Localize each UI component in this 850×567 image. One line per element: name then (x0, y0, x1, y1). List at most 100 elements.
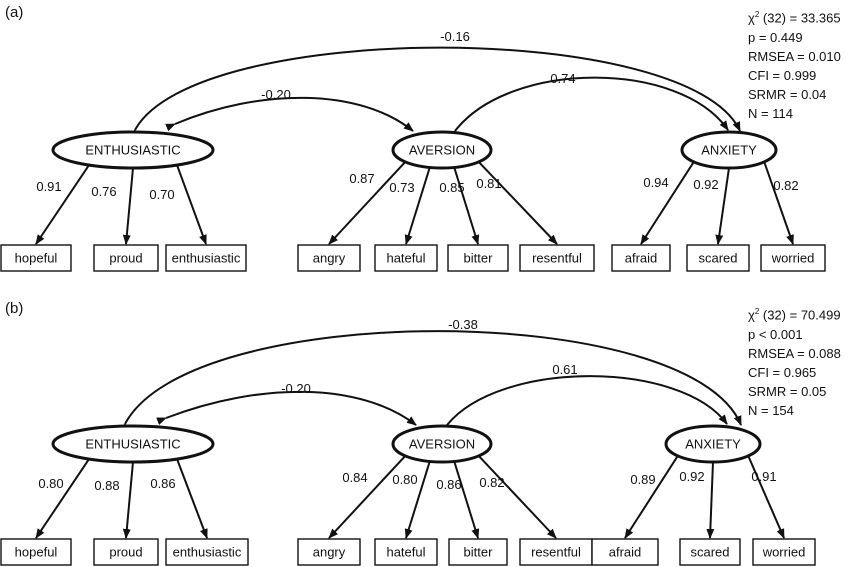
rmsea-value: RMSEA = 0.010 (748, 48, 841, 64)
indicator-label-bitter: bitter (464, 251, 494, 266)
panel-b: (b)-0.38-0.200.610.80hopeful0.88proud0.8… (0, 300, 816, 566)
correlation-aversion-anxiety-value: 0.61 (552, 362, 577, 377)
indicator-box-enthusiastic (165, 538, 249, 566)
cfi-value: CFI = 0.999 (748, 67, 817, 83)
indicator-box-resentful (519, 244, 595, 272)
loading-arrow-aversion-resentful (478, 161, 558, 245)
indicator-box-angry (297, 538, 361, 566)
panel-label: (a) (5, 4, 23, 21)
indicator-box-proud (93, 538, 159, 566)
latent-label-enthusiastic: ENTHUSIASTIC (85, 437, 180, 452)
loading-arrow-anxiety-worried (763, 161, 794, 245)
indicator-label-scared: scared (698, 251, 737, 266)
indicator-box-scared (679, 538, 741, 566)
indicator-label-worried: worried (762, 545, 806, 560)
loading-arrow-aversion-angry (328, 161, 406, 245)
latent-ellipse-anxiety (664, 424, 762, 464)
indicator-label-hopeful: hopeful (15, 251, 58, 266)
correlation-enthusiastic-anxiety-value: -0.16 (440, 29, 470, 44)
correlation-enthusiastic-anxiety-value: -0.38 (448, 317, 478, 332)
loading-value-anxiety-scared: 0.92 (693, 177, 718, 192)
latent-label-aversion: AVERSION (409, 143, 475, 158)
loading-value-anxiety-afraid: 0.94 (643, 175, 668, 190)
loading-value-anxiety-scared: 0.92 (679, 469, 704, 484)
cfi-value: CFI = 0.965 (748, 364, 817, 380)
loading-arrow-enthusiastic-enthusiastic (176, 164, 207, 245)
indicator-box-afraid (591, 538, 659, 566)
indicator-box-afraid (611, 244, 671, 272)
loading-value-aversion-bitter: 0.86 (436, 477, 461, 492)
indicator-label-worried: worried (771, 251, 815, 266)
srmr-value: SRMR = 0.04 (748, 87, 827, 103)
indicator-label-scared: scared (690, 545, 729, 560)
panel-label: (b) (5, 300, 23, 317)
loading-value-anxiety-worried: 0.91 (751, 469, 776, 484)
latent-ellipse-enthusiastic (51, 424, 215, 464)
indicator-box-angry (297, 244, 361, 272)
indicator-box-hopeful (0, 538, 72, 566)
loading-value-enthusiastic-proud: 0.88 (94, 478, 119, 493)
correlation-enthusiastic-aversion-arc (165, 96, 414, 132)
indicator-box-enthusiastic (165, 244, 247, 272)
loading-value-enthusiastic-enthusiastic: 0.70 (149, 187, 174, 202)
latent-ellipse-enthusiastic (51, 130, 215, 170)
loading-value-aversion-angry: 0.87 (349, 171, 374, 186)
srmr-value: SRMR = 0.05 (748, 384, 827, 400)
indicator-box-scared (686, 244, 750, 272)
correlation-enthusiastic-aversion-value: -0.20 (261, 87, 291, 102)
loading-arrow-enthusiastic-enthusiastic (176, 458, 208, 539)
correlation-aversion-anxiety-arc (438, 375, 728, 435)
indicator-label-proud: proud (109, 251, 142, 266)
fit-statistics-a: χ2 (32) = 33.365 p = 0.449 RMSEA = 0.010… (748, 5, 841, 124)
loading-value-anxiety-afraid: 0.89 (630, 472, 655, 487)
indicator-box-hateful (374, 538, 438, 566)
loading-value-enthusiastic-hopeful: 0.91 (36, 179, 61, 194)
loading-value-aversion-bitter: 0.85 (439, 180, 464, 195)
loading-arrow-enthusiastic-hopeful (35, 164, 90, 245)
loading-arrow-enthusiastic-proud (122, 167, 134, 245)
indicator-label-resentful: resentful (531, 545, 581, 560)
latent-ellipse-aversion (391, 424, 493, 464)
indicator-label-angry: angry (313, 251, 346, 266)
sample-size: N = 154 (748, 403, 794, 419)
latent-label-aversion: AVERSION (409, 437, 475, 452)
indicator-box-resentful (519, 538, 593, 566)
panel-a: (a) -0.16 -0.20 0.74 0.91 hopeful 0.76 proud 0.7… (0, 4, 826, 272)
loading-value-aversion-hateful: 0.80 (392, 472, 417, 487)
indicator-box-bitter (447, 244, 509, 272)
correlation-enthusiastic-anxiety-arc (127, 46, 741, 140)
loading-value-enthusiastic-enthusiastic: 0.86 (150, 476, 175, 491)
loading-value-aversion-resentful: 0.81 (476, 176, 501, 191)
loading-value-enthusiastic-proud: 0.76 (91, 184, 116, 199)
fit-statistics-b: χ2 (32) = 70.499 p < 0.001 RMSEA = 0.088… (748, 302, 841, 421)
indicator-box-worried (760, 244, 826, 272)
latent-label-anxiety: ANXIETY (701, 143, 757, 158)
loading-arrow-enthusiastic-proud (122, 461, 134, 539)
rmsea-value: RMSEA = 0.088 (748, 345, 841, 361)
loading-arrow-anxiety-scared (715, 167, 730, 245)
indicator-label-angry: angry (313, 545, 346, 560)
correlation-aversion-anxiety-value: 0.74 (550, 71, 575, 86)
indicator-label-afraid: afraid (609, 545, 642, 560)
indicator-label-bitter: bitter (464, 545, 494, 560)
latent-label-enthusiastic: ENTHUSIASTIC (85, 143, 180, 158)
correlation-enthusiastic-anxiety-arc (117, 330, 742, 434)
indicator-box-worried (752, 538, 816, 566)
chi-square-line: χ2 (32) = 33.365 (748, 10, 841, 26)
loading-value-enthusiastic-hopeful: 0.80 (38, 476, 63, 491)
loading-arrow-aversion-hateful (404, 461, 431, 539)
indicator-label-proud: proud (109, 545, 142, 560)
loading-arrow-aversion-hateful (404, 167, 431, 245)
latent-ellipse-anxiety (680, 130, 778, 170)
p-value: p < 0.001 (748, 326, 803, 342)
latent-ellipse-aversion (391, 130, 493, 170)
loading-value-aversion-hateful: 0.73 (389, 180, 414, 195)
indicator-box-bitter (448, 538, 508, 566)
loading-arrow-aversion-bitter (453, 167, 480, 245)
loading-arrow-anxiety-afraid (640, 161, 695, 245)
latent-label-anxiety: ANXIETY (685, 437, 741, 452)
loading-arrow-anxiety-afraid (624, 455, 679, 539)
correlation-aversion-anxiety-arc (446, 76, 729, 141)
loading-value-aversion-angry: 0.84 (342, 470, 367, 485)
